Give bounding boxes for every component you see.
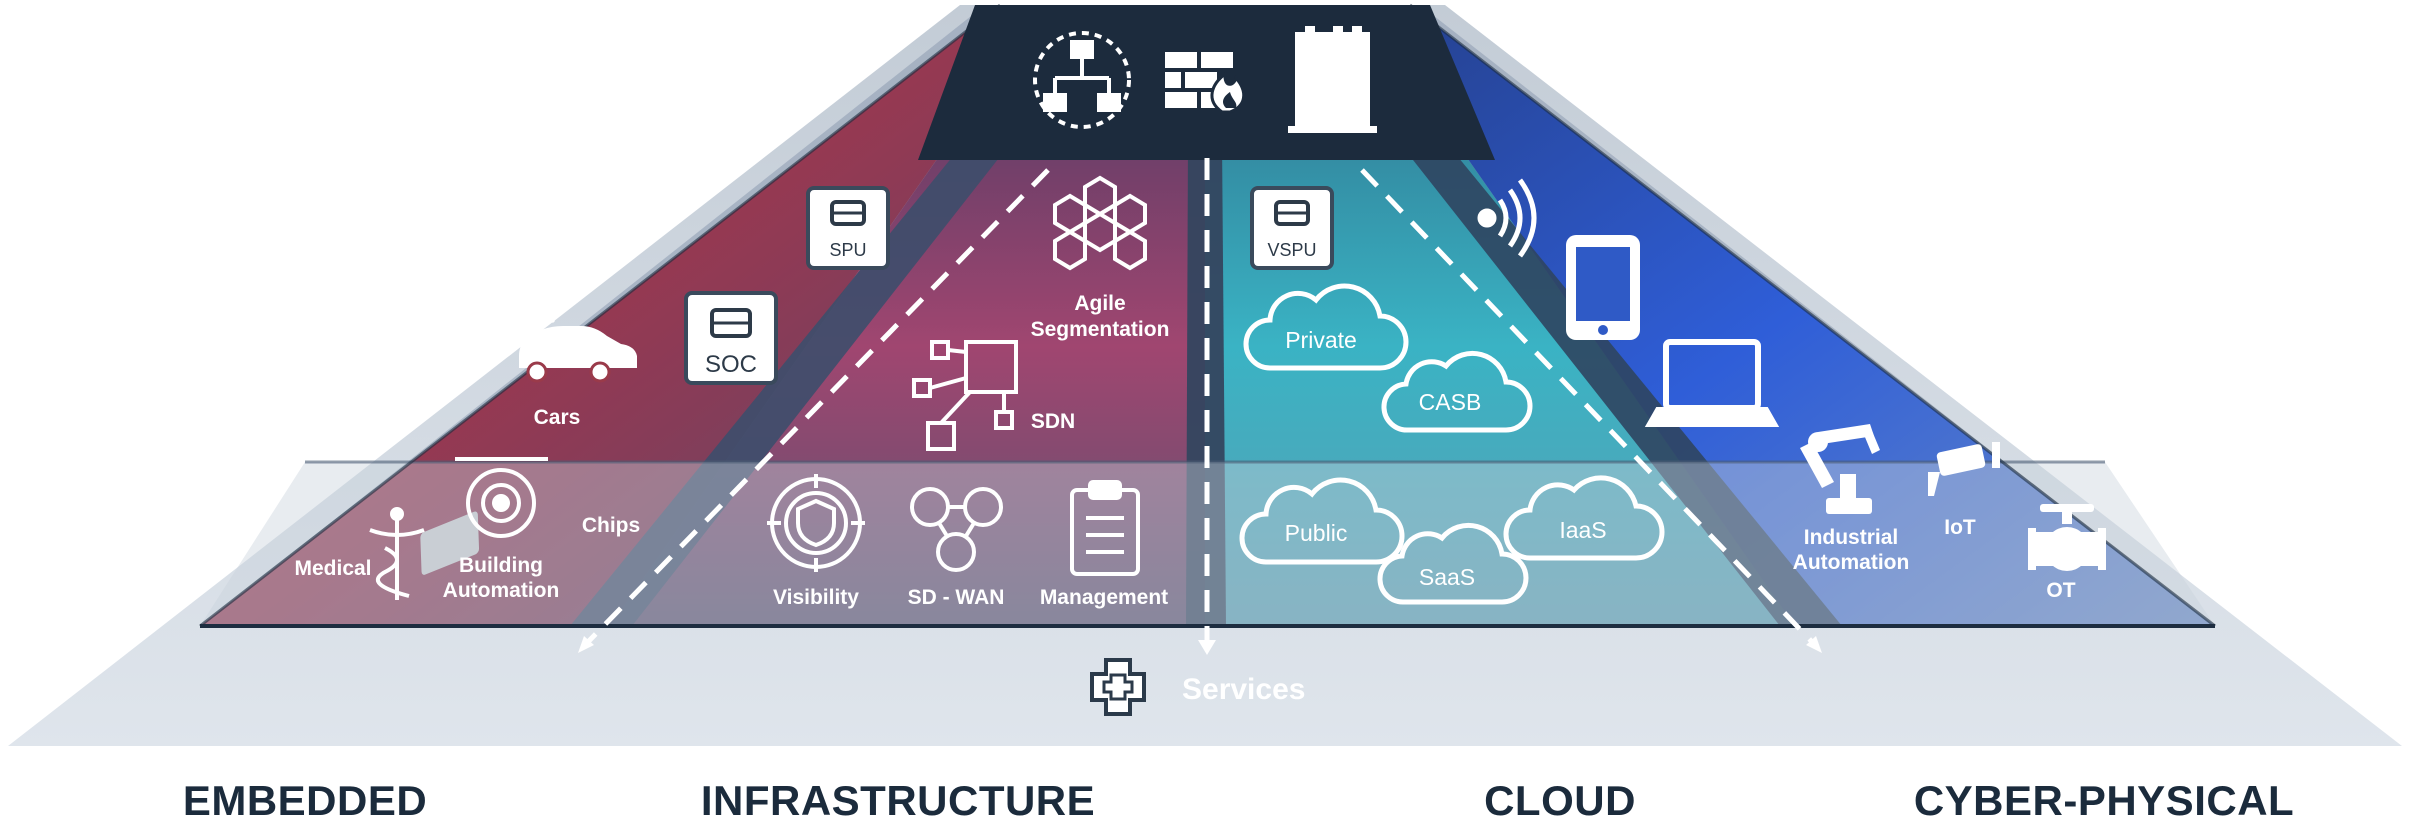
building-label-1: Building bbox=[459, 554, 543, 577]
services-label: Services bbox=[1182, 673, 1305, 706]
sdwan-label: SD - WAN bbox=[908, 586, 1005, 609]
sdn-icon bbox=[912, 340, 1018, 451]
soc-chip-icon: SOC bbox=[684, 291, 778, 385]
category-cyber-physical: CYBER-PHYSICAL bbox=[1914, 777, 2294, 820]
spu-label: SPU bbox=[829, 240, 866, 260]
category-embedded: EMBEDDED bbox=[183, 777, 427, 820]
datacenter-building-icon bbox=[1288, 26, 1377, 133]
service-arrows bbox=[583, 158, 1817, 647]
sdn-label: SDN bbox=[1031, 410, 1075, 433]
divider-right bbox=[1350, 80, 1842, 626]
chip-icon bbox=[420, 511, 480, 575]
visibility-label: Visibility bbox=[773, 586, 859, 609]
agile-segmentation-icon bbox=[1053, 175, 1147, 271]
casb-cloud-icon bbox=[1381, 350, 1533, 433]
management-clipboard-icon bbox=[1070, 480, 1140, 576]
building-automation-icon bbox=[455, 457, 548, 538]
tablet-icon bbox=[1566, 235, 1640, 340]
sdwan-icon bbox=[910, 487, 1003, 572]
medical-caduceus-icon bbox=[369, 507, 425, 600]
ot-label: OT bbox=[2046, 579, 2075, 602]
ot-valve-icon bbox=[2028, 504, 2106, 571]
lower-band bbox=[200, 462, 2215, 626]
cyber-physical-quadrant bbox=[1360, 5, 2215, 626]
pyramid-outline bbox=[199, 3, 1001, 628]
embedded-quadrant bbox=[200, 5, 1045, 626]
agile-label-2: Segmentation bbox=[1031, 318, 1170, 341]
industrial-robot-arm-icon bbox=[1800, 424, 1880, 514]
iot-label: IoT bbox=[1944, 516, 1976, 539]
iaas-cloud-icon bbox=[1503, 475, 1665, 561]
public-label: Public bbox=[1285, 520, 1348, 546]
private-cloud-icon bbox=[1243, 283, 1409, 371]
medical-label: Medical bbox=[294, 557, 371, 580]
vspu-label: VSPU bbox=[1267, 240, 1316, 260]
services-icon bbox=[1090, 658, 1146, 716]
divider-left bbox=[570, 80, 1060, 626]
industrial-label-1: Industrial bbox=[1804, 526, 1899, 549]
private-label: Private bbox=[1285, 327, 1357, 353]
saas-cloud-icon bbox=[1377, 522, 1529, 605]
vspu-chip-icon: VSPU bbox=[1250, 186, 1334, 270]
laptop-icon bbox=[1644, 339, 1780, 427]
industrial-label-2: Automation bbox=[1793, 551, 1910, 574]
public-cloud-icon bbox=[1239, 477, 1405, 565]
spu-chip-icon: SPU bbox=[806, 186, 890, 270]
pyramid-outline-right bbox=[1409, 3, 2216, 628]
firewall-icon bbox=[1165, 52, 1246, 114]
arrow-heads bbox=[578, 636, 1822, 655]
chips-label: Chips bbox=[582, 514, 640, 537]
agile-label-1: Agile bbox=[1074, 292, 1125, 315]
cars-label: Cars bbox=[534, 406, 581, 429]
building-label-2: Automation bbox=[443, 579, 560, 602]
visibility-icon bbox=[767, 474, 865, 572]
category-infrastructure: INFRASTRUCTURE bbox=[701, 777, 1095, 820]
saas-label: SaaS bbox=[1419, 564, 1475, 590]
casb-label: CASB bbox=[1419, 389, 1482, 415]
management-label: Management bbox=[1040, 586, 1168, 609]
infrastructure-quadrant bbox=[610, 5, 1205, 626]
car-icon bbox=[519, 304, 637, 383]
network-topology-icon bbox=[1033, 31, 1131, 129]
iaas-label: IaaS bbox=[1559, 517, 1606, 543]
wireless-signal-icon bbox=[1477, 178, 1537, 258]
category-cloud: CLOUD bbox=[1484, 777, 1636, 820]
soc-label: SOC bbox=[705, 351, 757, 378]
iot-camera-icon bbox=[1928, 442, 2000, 496]
